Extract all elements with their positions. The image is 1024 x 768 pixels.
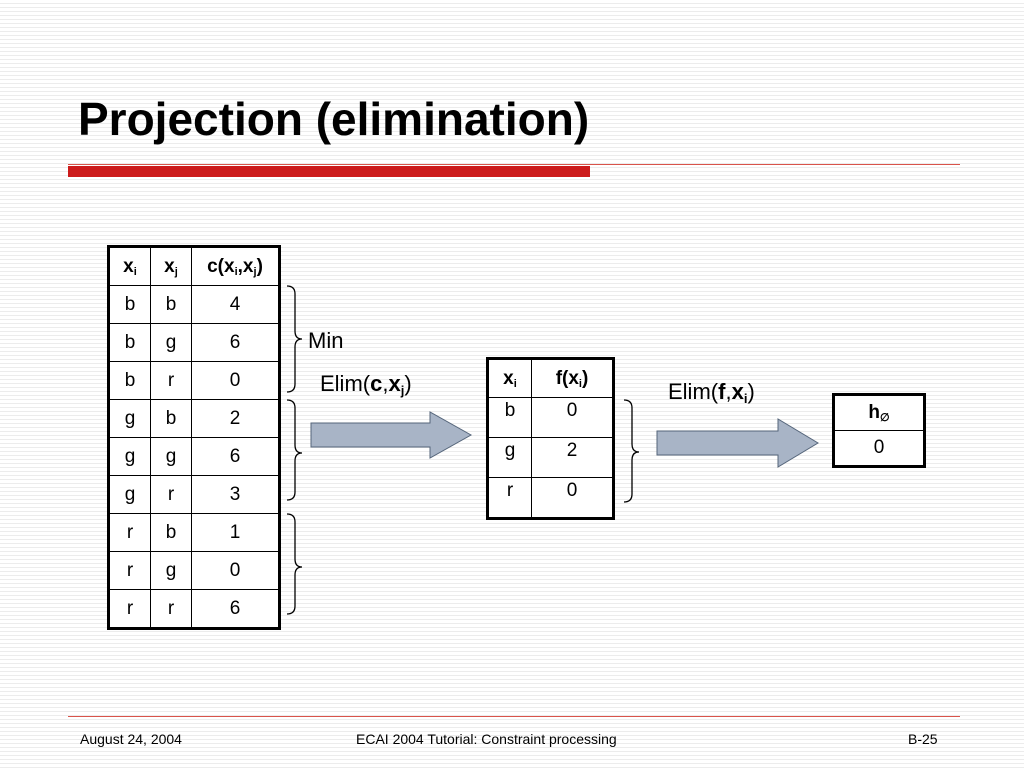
cell-xi: r [107,513,151,552]
cell-cost: 1 [191,513,281,552]
slide-title: Projection (elimination) [78,93,590,145]
cell-xj: r [150,475,192,514]
cell-xi: b [107,323,151,362]
cell-cost: 2 [191,399,281,438]
header-f: f(xi) [531,357,615,398]
cell-f: 2 [531,437,615,478]
cell-cost: 3 [191,475,281,514]
brace-group-r [286,513,303,615]
cell-xi: g [486,437,532,478]
cell-xi: b [486,397,532,438]
cell-xj: b [150,513,192,552]
arrow-right-icon [656,418,819,468]
cell-xi: r [107,589,151,630]
header-h: h∅ [832,393,926,431]
title-rule-thick [68,166,590,177]
cell-cost: 4 [191,285,281,324]
table-header-row: xi f(xi) [486,357,615,398]
cell-xi: r [486,477,532,520]
result-table-h: h∅ 0 [832,393,926,468]
cell-xi: g [107,437,151,476]
cell-xj: r [150,361,192,400]
footer-date: August 24, 2004 [80,731,182,747]
header-xj: xj [150,245,192,286]
table-header-row: h∅ [832,393,926,431]
elim-c-xj-label: Elim(c,xj) [320,371,412,398]
cell-f: 0 [531,477,615,520]
header-xi: xi [107,245,151,286]
cell-f: 0 [531,397,615,438]
cell-xj: b [150,285,192,324]
brace-group-b [286,285,303,393]
table-header-row: xi xj c(xi,xj) [107,245,281,286]
footer-title: ECAI 2004 Tutorial: Constraint processin… [356,731,617,747]
cell-cost: 6 [191,589,281,630]
min-label: Min [308,328,344,353]
cell-xi: b [107,285,151,324]
arrow-right-icon [310,411,473,459]
title-rule-thin [68,164,960,165]
cell-cost: 0 [191,551,281,590]
cell-cost: 6 [191,437,281,476]
cell-xj: g [150,437,192,476]
cell-xi: r [107,551,151,590]
footer-page-number: B-25 [908,731,938,747]
footer-rule [68,716,960,717]
cell-xj: r [150,589,192,630]
cell-xi: g [107,399,151,438]
brace-f-values [623,399,640,503]
cell-h: 0 [832,430,926,468]
header-xi: xi [486,357,532,398]
cell-xi: g [107,475,151,514]
cell-xj: g [150,323,192,362]
cell-xj: g [150,551,192,590]
table-row: 0 [832,430,926,468]
cell-cost: 6 [191,323,281,362]
header-cost: c(xi,xj) [191,245,281,286]
cell-cost: 0 [191,361,281,400]
brace-group-g [286,399,303,501]
cell-xj: b [150,399,192,438]
cell-xi: b [107,361,151,400]
elim-f-xi-label: Elim(f,xi) [668,379,755,406]
